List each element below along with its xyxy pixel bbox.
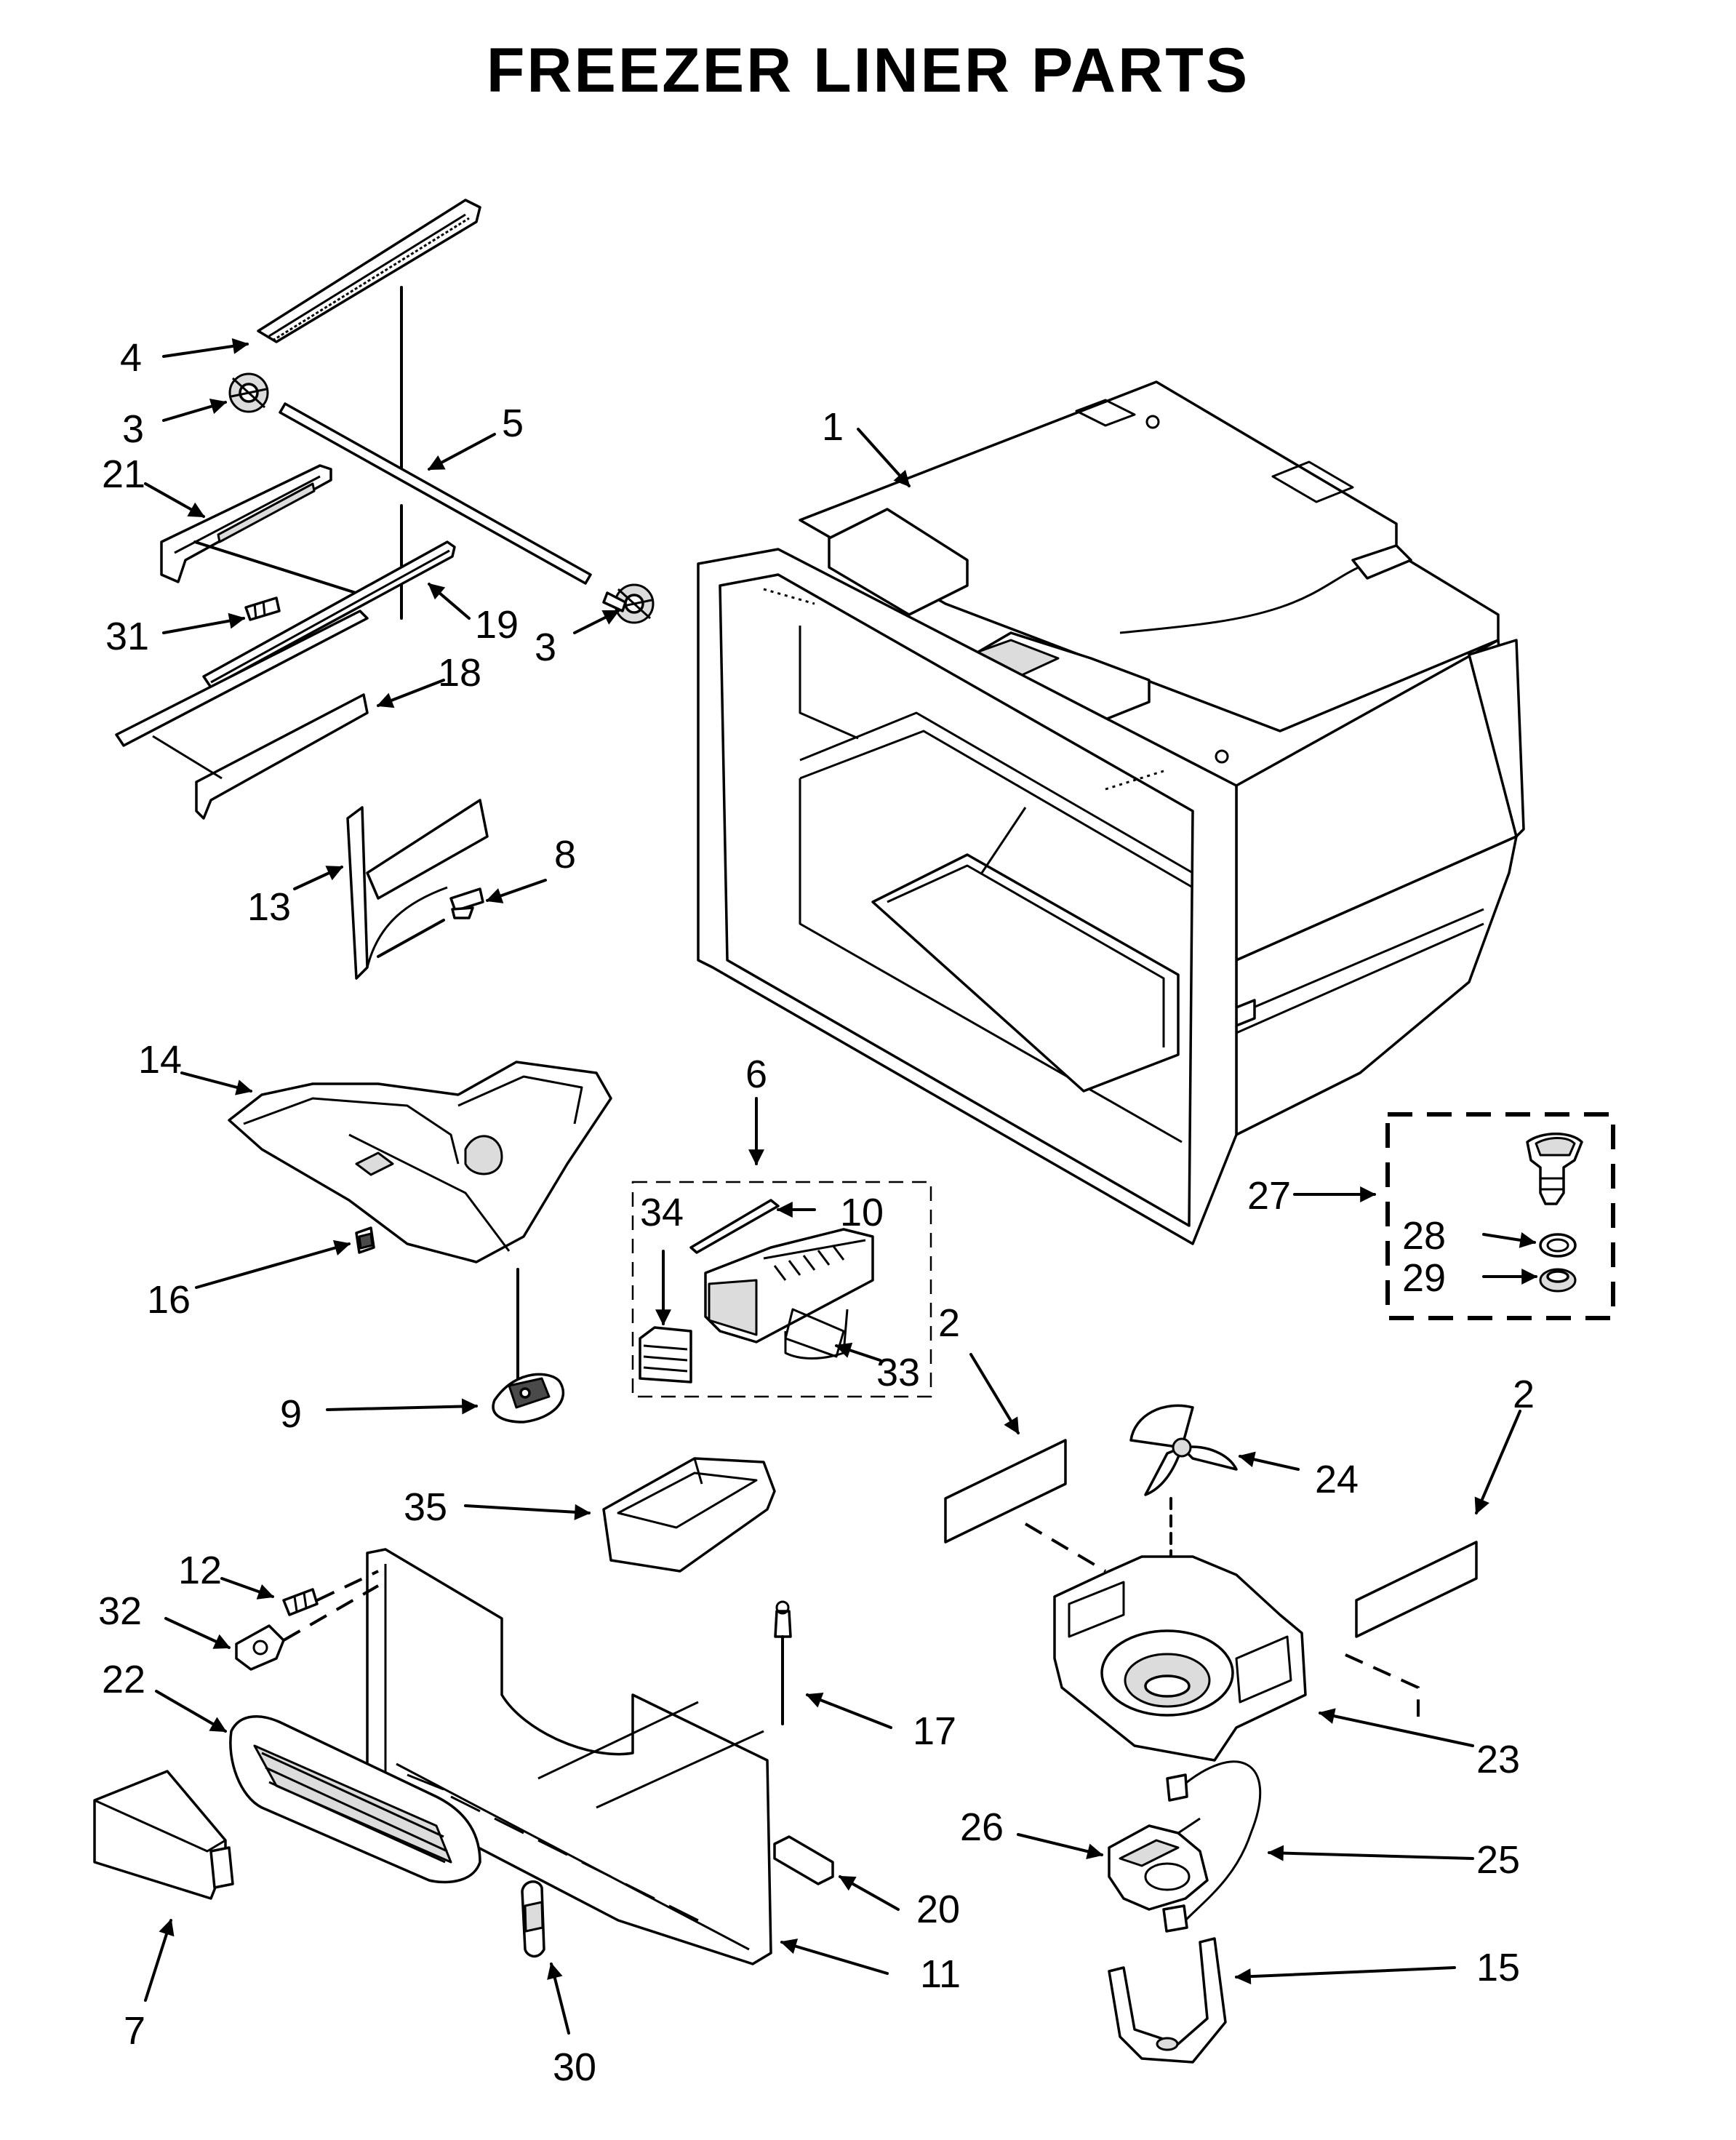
callout-3: 3 [122, 407, 144, 451]
callout-26: 26 [960, 1805, 1004, 1849]
part-3-gear-right [602, 583, 655, 624]
part-32-heater-clip [235, 1624, 285, 1671]
part-30-clip [521, 1880, 545, 1958]
part-4-rail [257, 199, 481, 343]
part-27-valve [1526, 1133, 1583, 1205]
part-25-wire-harness [1162, 1760, 1262, 1933]
part-6-ice-maker [704, 1228, 874, 1358]
part-3-gear-left [228, 372, 269, 413]
callout-31: 31 [105, 615, 149, 658]
callout-16: 16 [147, 1278, 191, 1322]
callout-19: 19 [475, 603, 519, 647]
part-13-bracket [346, 799, 489, 980]
part-2-pad-left [944, 1439, 1067, 1544]
callout-34: 34 [640, 1191, 684, 1234]
leader-arrows [144, 338, 1538, 2035]
part-1-freezer-liner [697, 380, 1525, 1245]
reference-line [193, 540, 369, 598]
callout-7: 7 [124, 2009, 145, 2053]
part-10-wire [689, 1199, 780, 1254]
part-29-washer [1539, 1268, 1577, 1293]
part-12-screw [282, 1588, 319, 1616]
callout-32: 32 [98, 1589, 142, 1633]
part-31-screw [244, 596, 281, 621]
reference-line [1024, 1522, 1107, 1573]
callout-4: 4 [120, 336, 142, 380]
callout-18: 18 [438, 651, 481, 695]
callout-15: 15 [1476, 1946, 1520, 1989]
part-18-slide-rail [115, 610, 369, 820]
callout-30: 30 [553, 2045, 596, 2089]
callout-25: 25 [1476, 1838, 1520, 1882]
callout-21: 21 [102, 452, 145, 496]
callout-5: 5 [502, 402, 524, 445]
part-8-screw [449, 887, 484, 919]
part-7-duct-cover [93, 1770, 234, 1900]
callout-12: 12 [178, 1549, 222, 1592]
callout-8: 8 [554, 833, 576, 877]
callout-27: 27 [1247, 1174, 1291, 1218]
callout-11: 11 [920, 1952, 961, 1996]
part-17-probe [774, 1600, 792, 1725]
part-35-bin [602, 1457, 776, 1573]
part-20-strip [773, 1835, 834, 1885]
callout-29: 29 [1402, 1256, 1446, 1300]
part-16-clip [355, 1226, 375, 1254]
part-14-tray [228, 1061, 612, 1263]
part-6-ice-maker-group-box [631, 1181, 932, 1398]
callout-24: 24 [1315, 1458, 1359, 1501]
callout-35: 35 [404, 1485, 447, 1529]
callout-13: 13 [247, 885, 291, 929]
callout-1: 1 [822, 405, 844, 449]
part-21-bracket [160, 464, 332, 583]
part-2-pad-right [1355, 1541, 1478, 1638]
callout-10: 10 [840, 1191, 884, 1234]
part-15-motor-bracket [1108, 1937, 1227, 2064]
reference-line [283, 1584, 379, 1642]
page-title: FREEZER LINER PARTS [486, 36, 1250, 105]
callout-2-right: 2 [1513, 1373, 1535, 1416]
part-26-fan-motor [1108, 1817, 1209, 1911]
part-27-group-box [1385, 1112, 1615, 1320]
callout-20: 20 [916, 1888, 960, 1931]
part-34-cover [639, 1326, 692, 1384]
callout-22: 22 [102, 1658, 145, 1701]
part-23-fan-shroud [1053, 1555, 1307, 1762]
callout-6: 6 [745, 1053, 767, 1096]
part-11-evaporator-cover [366, 1548, 772, 1965]
callout-3-right: 3 [535, 626, 556, 669]
callout-2-left: 2 [938, 1301, 960, 1345]
callout-9: 9 [280, 1392, 302, 1436]
callout-33: 33 [876, 1351, 920, 1394]
part-9-knob [492, 1373, 565, 1424]
callout-17: 17 [913, 1709, 956, 1753]
part-5-rod [279, 402, 592, 585]
callout-28: 28 [1402, 1214, 1446, 1258]
part-19-slide-rail [202, 540, 456, 689]
part-24-fan-blade [1129, 1404, 1238, 1496]
part-28-ring [1539, 1233, 1577, 1258]
part-22-grille [229, 1715, 481, 1884]
reference-line [316, 1570, 379, 1602]
callout-14: 14 [138, 1038, 182, 1082]
reference-line [1345, 1653, 1420, 1717]
callout-23: 23 [1476, 1738, 1520, 1781]
